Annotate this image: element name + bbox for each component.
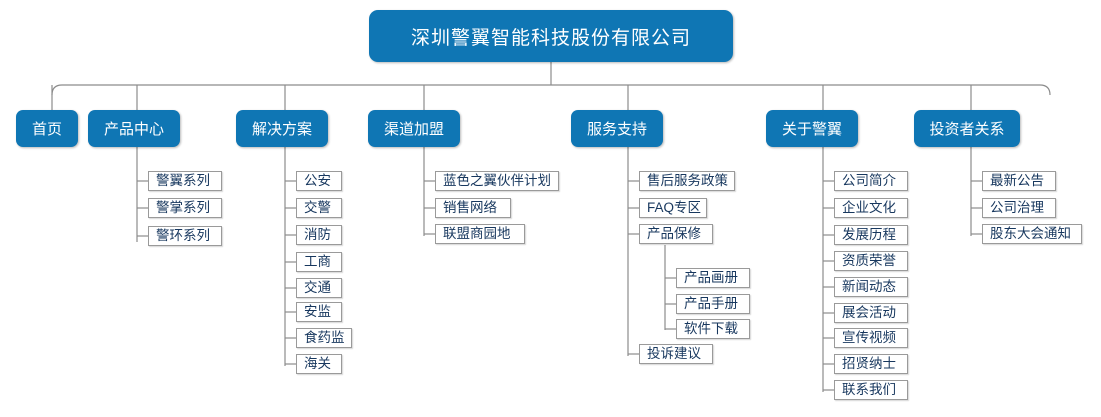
leaf-label: 公安 xyxy=(304,173,331,188)
leaf-solutions-6[interactable]: 食药监 xyxy=(296,328,352,348)
leaf-label: 投诉建议 xyxy=(647,346,701,361)
leaf-service-2-warranty[interactable]: 产品保修 xyxy=(639,224,713,244)
leaf-label: 股东大会通知 xyxy=(990,226,1071,241)
leaf-label: 公司简介 xyxy=(842,173,896,188)
node-investor[interactable]: 投资者关系 xyxy=(914,110,1020,147)
leaf-label: 海关 xyxy=(304,356,331,371)
leaf-label: 销售网络 xyxy=(443,200,497,215)
node-products[interactable]: 产品中心 xyxy=(88,110,180,147)
leaf-warranty-1[interactable]: 产品手册 xyxy=(676,294,750,314)
leaf-solutions-0[interactable]: 公安 xyxy=(296,171,342,191)
leaf-label: 软件下载 xyxy=(684,321,738,336)
node-channel-label: 渠道加盟 xyxy=(383,121,444,138)
leaf-investor-2[interactable]: 股东大会通知 xyxy=(982,224,1082,244)
leaf-label: 警翼系列 xyxy=(156,173,210,188)
leaf-channel-0[interactable]: 蓝色之翼伙伴计划 xyxy=(435,171,559,191)
leaf-products-2[interactable]: 警环系列 xyxy=(148,226,222,246)
leaf-solutions-5[interactable]: 安监 xyxy=(296,302,342,322)
leaf-investor-0[interactable]: 最新公告 xyxy=(982,171,1056,191)
leaf-solutions-3[interactable]: 工商 xyxy=(296,252,342,272)
leaf-solutions-2[interactable]: 消防 xyxy=(296,225,342,245)
node-investor-label: 投资者关系 xyxy=(929,121,1005,138)
leaf-service-3[interactable]: 投诉建议 xyxy=(639,344,713,364)
leaf-label: 展会活动 xyxy=(842,305,896,320)
leaf-label: 资质荣誉 xyxy=(842,253,896,268)
leaf-label: 招贤纳士 xyxy=(842,356,896,371)
root-node-company[interactable]: 深圳警翼智能科技股份有限公司 xyxy=(369,10,733,62)
root-node-label: 深圳警翼智能科技股份有限公司 xyxy=(410,27,691,49)
leaf-label: 发展历程 xyxy=(842,227,896,242)
leaf-label: 产品画册 xyxy=(684,270,738,285)
leaf-about-1[interactable]: 企业文化 xyxy=(834,198,908,218)
leaf-label: 宣传视频 xyxy=(842,330,896,345)
leaf-label: 售后服务政策 xyxy=(647,173,728,188)
leaf-channel-2[interactable]: 联盟商园地 xyxy=(435,224,525,244)
node-about[interactable]: 关于警翼 xyxy=(766,110,858,147)
node-service-label: 服务支持 xyxy=(586,121,647,138)
node-solutions[interactable]: 解决方案 xyxy=(236,110,328,147)
leaf-label: 蓝色之翼伙伴计划 xyxy=(443,173,551,188)
leaf-solutions-7[interactable]: 海关 xyxy=(296,354,342,374)
node-channel[interactable]: 渠道加盟 xyxy=(368,110,460,147)
leaf-label: 公司治理 xyxy=(990,200,1044,215)
leaf-service-1[interactable]: FAQ专区 xyxy=(639,198,707,218)
leaf-warranty-0[interactable]: 产品画册 xyxy=(676,268,750,288)
node-home-label: 首页 xyxy=(31,121,62,138)
leaf-about-8[interactable]: 联系我们 xyxy=(834,380,908,400)
leaf-label: 联盟商园地 xyxy=(443,226,511,241)
leaf-label: 警掌系列 xyxy=(156,200,210,215)
leaf-about-5[interactable]: 展会活动 xyxy=(834,303,908,323)
leaf-label: 工商 xyxy=(304,254,331,269)
leaf-label: 企业文化 xyxy=(842,200,896,215)
leaf-about-0[interactable]: 公司简介 xyxy=(834,171,908,191)
node-about-label: 关于警翼 xyxy=(781,121,842,138)
leaf-products-0[interactable]: 警翼系列 xyxy=(148,171,222,191)
leaf-solutions-4[interactable]: 交通 xyxy=(296,278,342,298)
node-solutions-label: 解决方案 xyxy=(251,121,312,138)
leaf-about-2[interactable]: 发展历程 xyxy=(834,225,908,245)
leaf-products-1[interactable]: 警掌系列 xyxy=(148,198,222,218)
leaf-label: 食药监 xyxy=(304,330,345,345)
leaf-investor-1[interactable]: 公司治理 xyxy=(982,198,1056,218)
node-home[interactable]: 首页 xyxy=(16,110,78,147)
node-products-label: 产品中心 xyxy=(103,121,164,138)
leaf-label: 联系我们 xyxy=(842,382,896,397)
leaf-label: FAQ专区 xyxy=(647,200,702,215)
leaf-label: 交通 xyxy=(304,280,331,295)
leaf-solutions-1[interactable]: 交警 xyxy=(296,198,342,218)
leaf-label: 警环系列 xyxy=(156,228,210,243)
leaf-about-4[interactable]: 新闻动态 xyxy=(834,277,908,297)
leaf-label: 产品手册 xyxy=(684,296,738,311)
leaf-about-3[interactable]: 资质荣誉 xyxy=(834,251,908,271)
node-service[interactable]: 服务支持 xyxy=(571,110,663,147)
leaf-about-6[interactable]: 宣传视频 xyxy=(834,328,908,348)
leaf-label: 消防 xyxy=(304,227,331,242)
leaf-label: 产品保修 xyxy=(647,226,701,241)
leaf-service-0[interactable]: 售后服务政策 xyxy=(639,171,735,191)
leaf-about-7[interactable]: 招贤纳士 xyxy=(834,354,908,374)
leaf-label: 新闻动态 xyxy=(842,279,896,294)
leaf-warranty-2[interactable]: 软件下载 xyxy=(676,319,750,339)
leaf-label: 最新公告 xyxy=(990,173,1044,188)
leaf-label: 安监 xyxy=(304,304,331,319)
leaf-label: 交警 xyxy=(304,200,331,215)
leaf-channel-1[interactable]: 销售网络 xyxy=(435,198,511,218)
